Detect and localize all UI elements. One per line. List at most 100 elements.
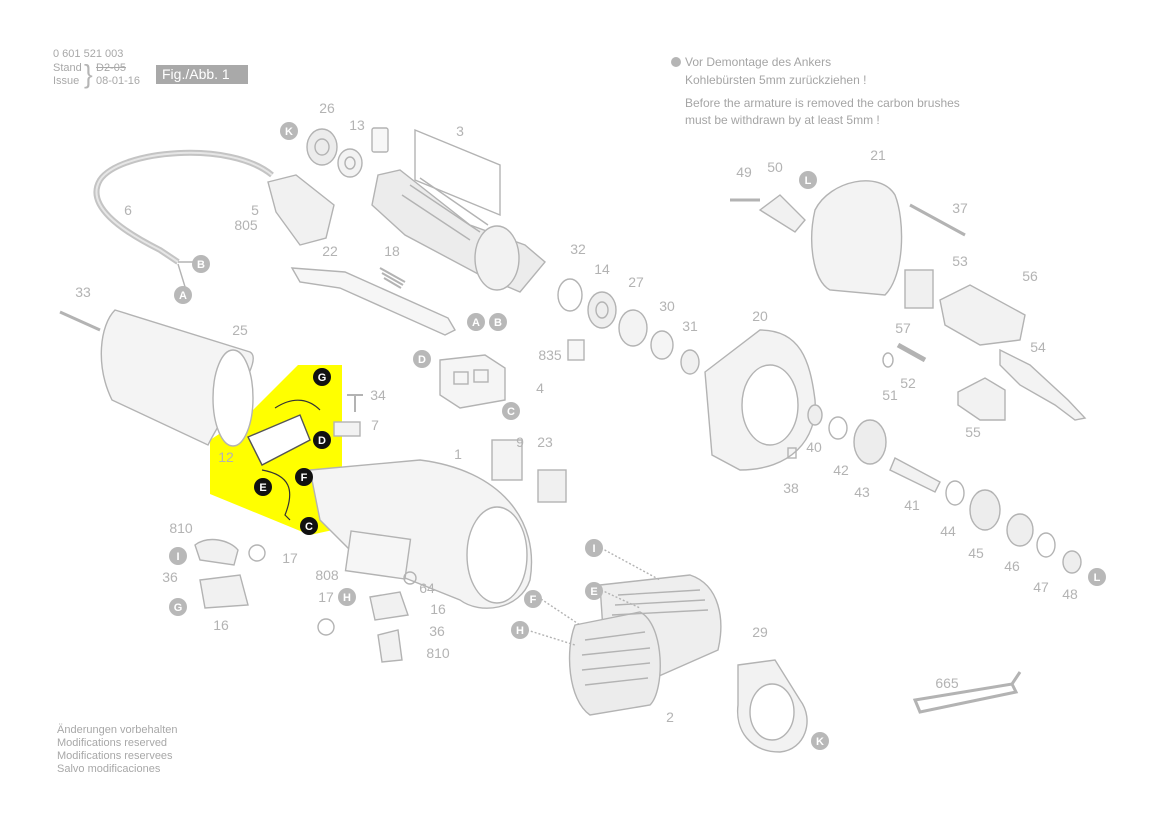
part-label-45: 45 [968,545,984,561]
part-label-50: 50 [767,159,783,175]
ring-32 [557,278,583,312]
connector-letter-a-1: A [179,290,187,302]
connector-badge-i-2 [169,547,187,565]
connector-badge-l-2 [1088,568,1106,586]
connector-letter-b-2: B [494,317,502,329]
part-label-57: 57 [895,320,911,336]
lock-53 [939,284,1026,346]
holder-16-left [199,574,249,609]
spring-55 [957,377,1006,421]
part-label-52: 52 [900,375,916,391]
connector-letter-l-2: L [1094,572,1101,584]
brush-wire-g [274,399,321,411]
connector-badge-b-1 [192,255,210,273]
power-cord-inner [95,151,273,263]
part-label-810: 810 [169,520,193,536]
bearing-14 [587,291,617,329]
part-label-29: 29 [752,624,768,640]
part-label-12: 12 [218,449,234,465]
footer-line4: Salvo modificaciones [57,763,161,775]
connector-badge-e-2 [585,582,603,600]
part-label-2: 2 [666,709,674,725]
ring-27 [618,309,648,347]
part-label-4: 4 [536,380,544,396]
bearing-45 [969,489,1001,531]
guard-21 [811,180,903,296]
bearing-14-inner [595,301,609,319]
part-9 [491,439,523,481]
armature-3-bracket [414,128,501,217]
part-label-34: 34 [370,387,386,403]
note-en-line1: Before the armature is removed the carbo… [685,96,960,110]
part-label-55: 55 [965,424,981,440]
stand-value: D2-05 [96,62,126,74]
connector-badge-f-2 [524,590,542,608]
bearing-26-inner [314,138,330,156]
connector-badge-f-1 [295,468,313,486]
connector-badge-l-1 [799,171,817,189]
part-label-25: 25 [232,322,248,338]
deflector-29-opening [749,683,795,741]
part-label-41: 41 [904,497,920,513]
part-label-51: 51 [882,387,898,403]
connector-letter-k-1: K [285,126,293,138]
part-label-30: 30 [659,298,675,314]
connector-letter-h-1: H [516,625,524,637]
part-label-810-5: 810 [426,645,450,661]
spindle-41 [889,457,941,493]
connector-letter-d-2: D [318,435,326,447]
footer-line1: Änderungen vorbehalten [57,724,178,736]
gear-housing-20-opening [741,364,799,446]
connector-badge-k-2 [811,732,829,750]
washer-42 [828,416,848,440]
ring-51 [882,352,894,368]
note-bullet-icon [671,57,681,67]
connector-badge-c-2 [300,517,318,535]
brush-wire-c [261,469,291,521]
part-label-36-4: 36 [429,623,445,639]
part-label-20: 20 [752,308,768,324]
gear-43 [853,419,887,465]
connector-badge-g-2 [169,598,187,616]
connector-badge-d-1 [413,350,431,368]
part-7 [333,421,361,437]
part-label-18: 18 [384,243,400,259]
connector-letter-k-2: K [816,736,824,748]
part-label-805: 805 [234,217,258,233]
part-label-33: 33 [75,284,91,300]
connector-badge-i-1 [585,539,603,557]
switch-4-window2 [473,369,489,383]
part-label-47: 47 [1033,579,1049,595]
field-coil-windings [581,589,709,686]
part-label-43: 43 [854,484,870,500]
pin-52 [896,342,927,363]
connector-letter-b-1: B [197,259,205,271]
connector-letter-c-1: C [507,406,515,418]
part-label-37: 37 [952,200,968,216]
part-label-9: 9 [516,434,524,450]
clip-50 [758,194,806,233]
coil-leads [526,547,661,646]
part-label-54: 54 [1030,339,1046,355]
part-64 [403,571,417,585]
part-label-13: 13 [349,117,365,133]
part-label-38: 38 [783,480,799,496]
part-label-42: 42 [833,462,849,478]
connector-letter-g-1: G [318,372,327,384]
part-label-17-2: 17 [318,589,334,605]
part-label-1: 1 [454,446,462,462]
nut-48 [1062,550,1082,574]
ring-31 [680,349,700,375]
power-cord [93,149,274,265]
part-outlines [59,127,1087,753]
part-label-16: 16 [213,617,229,633]
connector-letter-c-2: C [305,521,313,533]
ring-30 [650,330,674,360]
part-label-36: 36 [162,569,178,585]
footer-line3: Modifications reservees [57,750,173,762]
part-808 [344,530,412,580]
part-label-22: 22 [322,243,338,259]
plug-805 [267,174,335,246]
